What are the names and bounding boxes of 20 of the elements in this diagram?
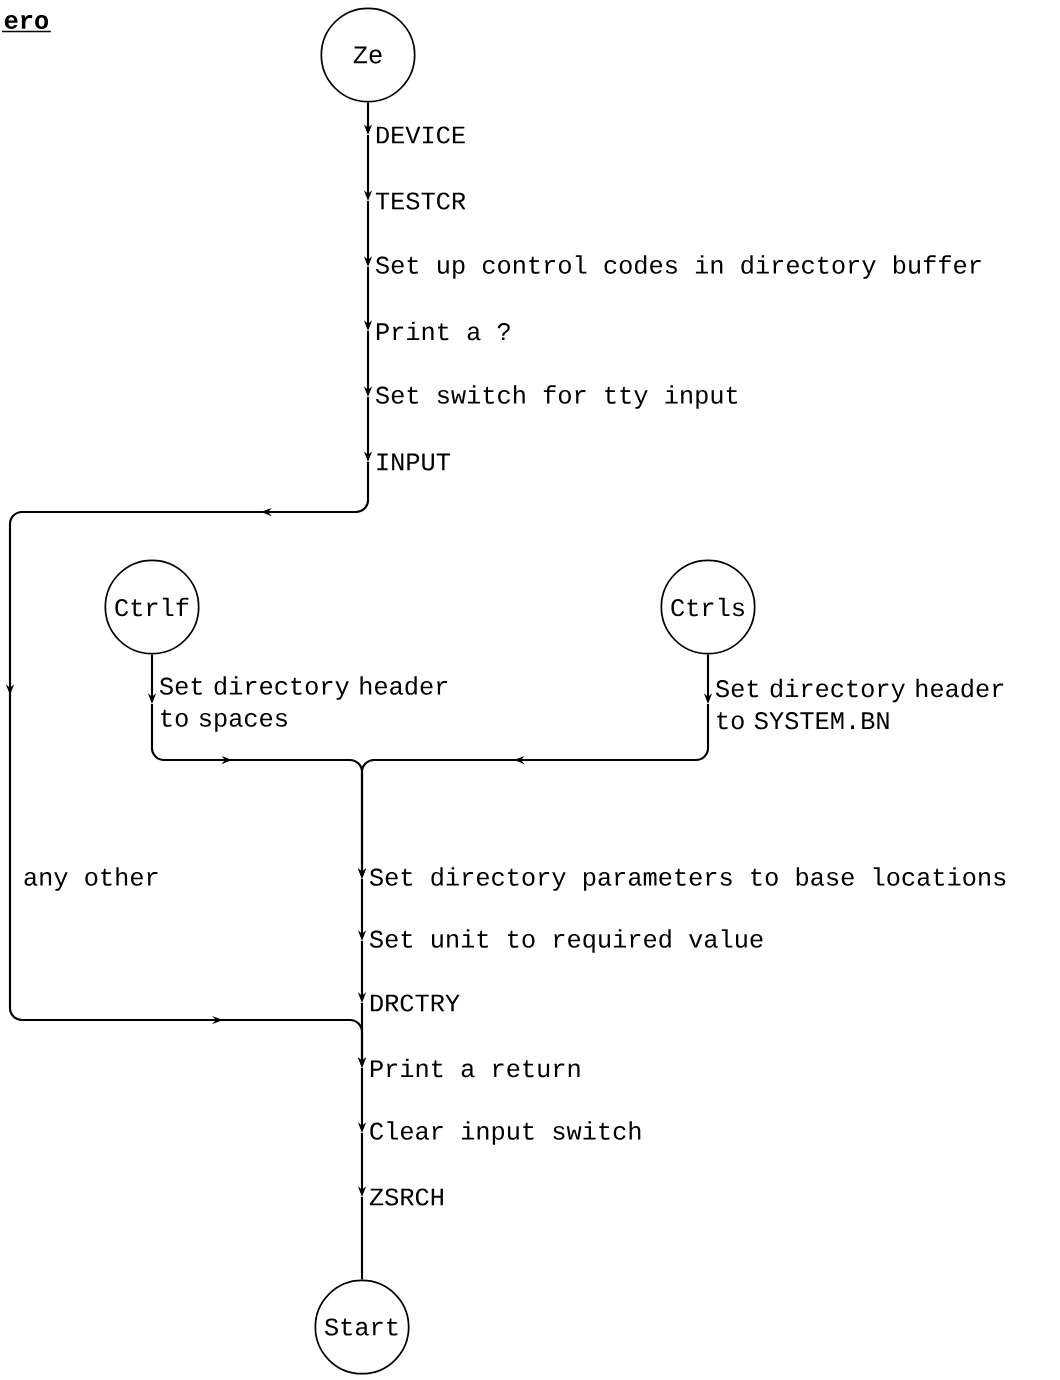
step-text: Set directory header to spaces bbox=[159, 676, 448, 732]
step-text: Set switch for tty input bbox=[375, 385, 738, 409]
circle-node: Ze bbox=[320, 7, 416, 103]
step-text: Print a return bbox=[370, 1058, 580, 1078]
underlined-heading: ero bbox=[1, 15, 52, 33]
step-text: Clear input switch bbox=[370, 1121, 641, 1145]
step-text: ZSRCH bbox=[369, 1188, 443, 1206]
circle-node: Ctrls bbox=[660, 559, 756, 655]
step-text: Set up control codes in directory buffer bbox=[375, 255, 981, 279]
circle-node: Start bbox=[314, 1279, 410, 1375]
edge-label: any other bbox=[20, 864, 163, 894]
step-text: INPUT bbox=[377, 453, 450, 471]
step-text: TESTCR bbox=[375, 192, 466, 210]
step-text: Set directory parameters to base locations bbox=[369, 867, 1006, 891]
step-text: Set unit to required value bbox=[369, 929, 763, 953]
step-text: DRCTRY bbox=[370, 994, 460, 1012]
step-text: Set directory header to SYSTEM.BN bbox=[715, 678, 1004, 730]
step-text: Print a ? bbox=[376, 321, 510, 341]
circle-node: Ctrlf bbox=[104, 559, 200, 655]
step-text: DEVICE bbox=[376, 126, 465, 144]
